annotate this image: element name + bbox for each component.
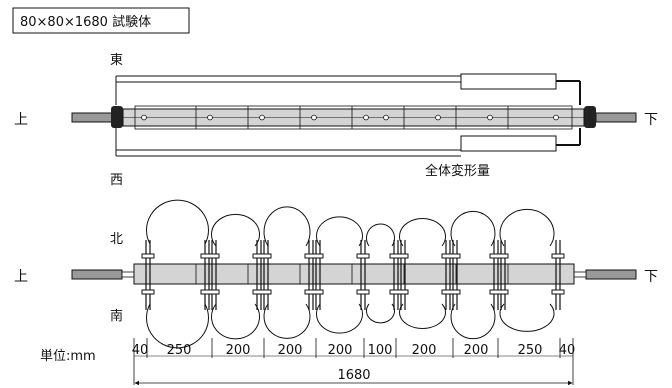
gauge-loops-south [146, 303, 555, 349]
label-west: 西 [110, 173, 123, 188]
specimen-side [133, 263, 575, 285]
grip-left-top [111, 106, 123, 128]
rod-left-side [71, 269, 123, 280]
label-down-side: 下 [644, 269, 658, 285]
label-up-side: 上 [14, 269, 28, 285]
grip-right-top [584, 106, 596, 128]
label-up-top: 上 [14, 112, 28, 128]
title-box: 80×80×1680 試験体 [12, 7, 190, 34]
displacement-gauge-west [115, 128, 581, 157]
dim-total: 1680 [337, 368, 370, 383]
label-east: 東 [110, 52, 123, 68]
side-view: 北 上 下 南 [14, 199, 658, 349]
dim-segment-1: 40 [132, 343, 149, 358]
dim-segment-10: 40 [559, 343, 576, 358]
top-view: 東 上 下 西 全体変形量 [14, 52, 658, 188]
label-south: 南 [110, 308, 123, 324]
dim-segment-2: 250 [167, 343, 192, 358]
label-total-deformation: 全体変形量 [425, 163, 490, 179]
rod-right-side [585, 269, 637, 280]
dimension-lines: 単位:mm 40 250 200 200 200 100 200 200 [40, 338, 576, 386]
dim-segment-7: 200 [412, 343, 437, 358]
label-down-top: 下 [644, 112, 658, 128]
dim-segment-4: 200 [278, 343, 303, 358]
label-north: 北 [110, 232, 123, 247]
dim-segment-8: 200 [464, 343, 489, 358]
dim-segment-9: 250 [518, 343, 543, 358]
clamp-posts [145, 240, 561, 310]
rod-right-top [595, 112, 637, 123]
displacement-gauge-east [115, 73, 581, 105]
dim-segment-6: 100 [368, 343, 393, 358]
rod-left-top [71, 112, 113, 123]
dim-segment-3: 200 [226, 343, 251, 358]
dim-segment-5: 200 [328, 343, 353, 358]
title-text: 80×80×1680 試験体 [20, 14, 151, 30]
gauge-loops-north [146, 199, 555, 247]
unit-label: 単位:mm [40, 348, 96, 364]
